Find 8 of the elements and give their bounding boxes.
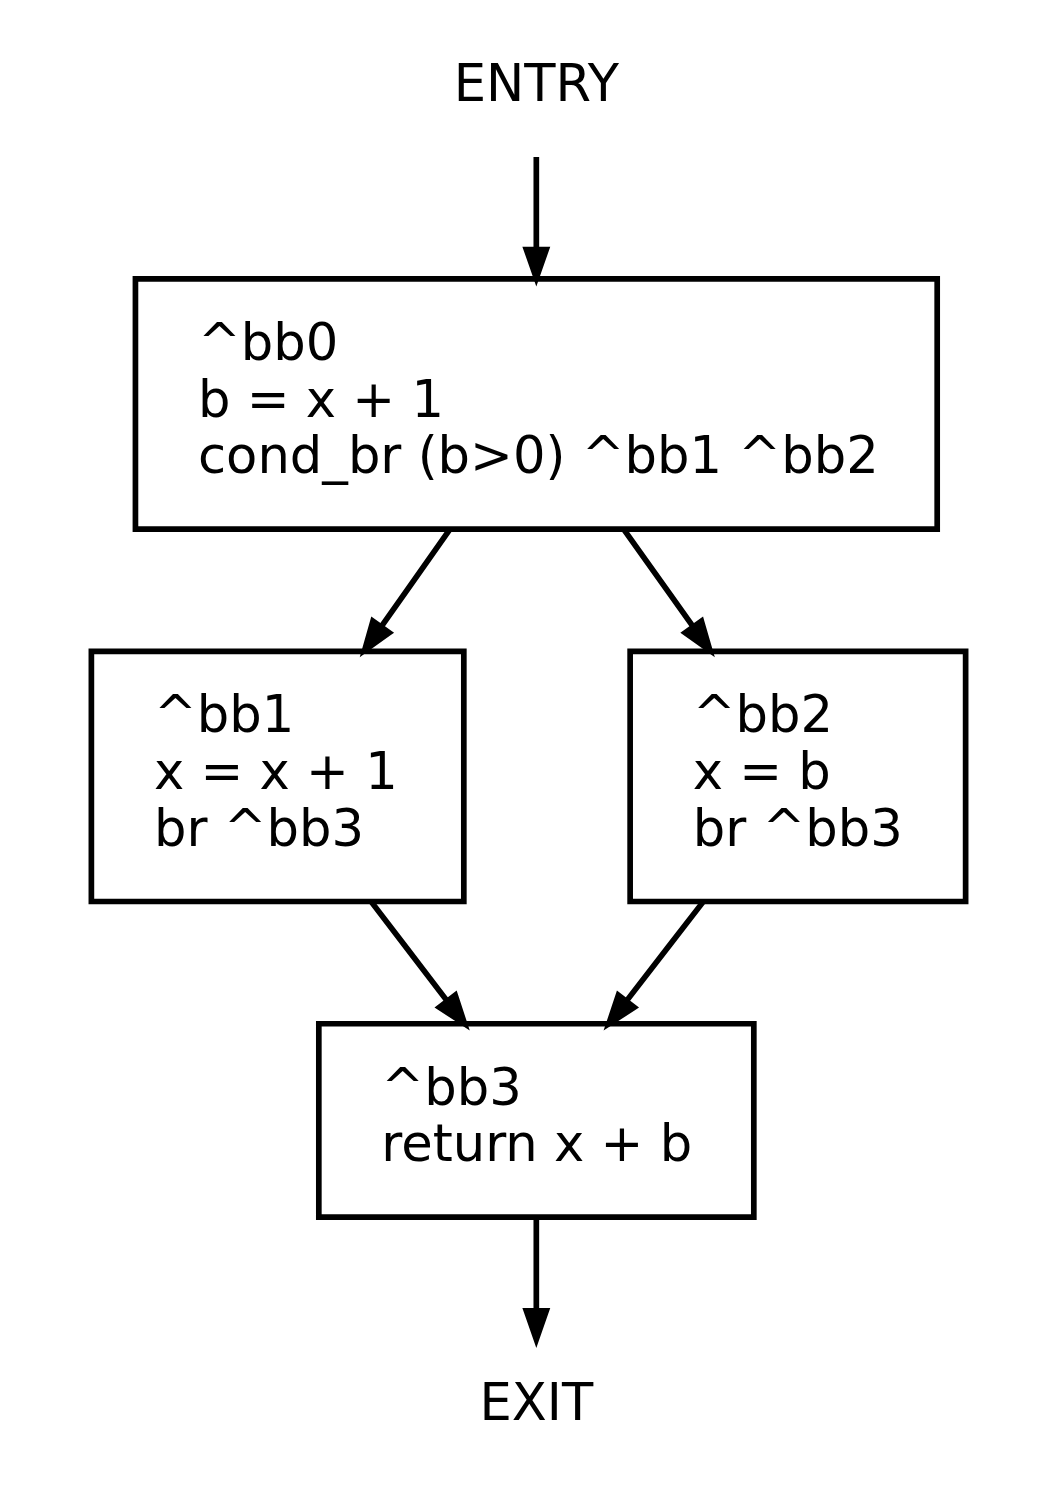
arrow (522, 157, 551, 287)
node-text: ENTRY (453, 53, 619, 113)
node-text: EXIT (479, 1373, 594, 1433)
node-box: ^bb2 x = b br ^bb3 (627, 648, 969, 905)
node-box: ^bb0 b = x + 1 cond_br (b>0) ^bb1 ^bb2 (132, 276, 941, 532)
node-box: ^bb1 x = x + 1 br ^bb3 (88, 648, 467, 905)
node-box: ^bb3 return x + b (315, 1020, 757, 1220)
arrow (522, 1217, 551, 1348)
